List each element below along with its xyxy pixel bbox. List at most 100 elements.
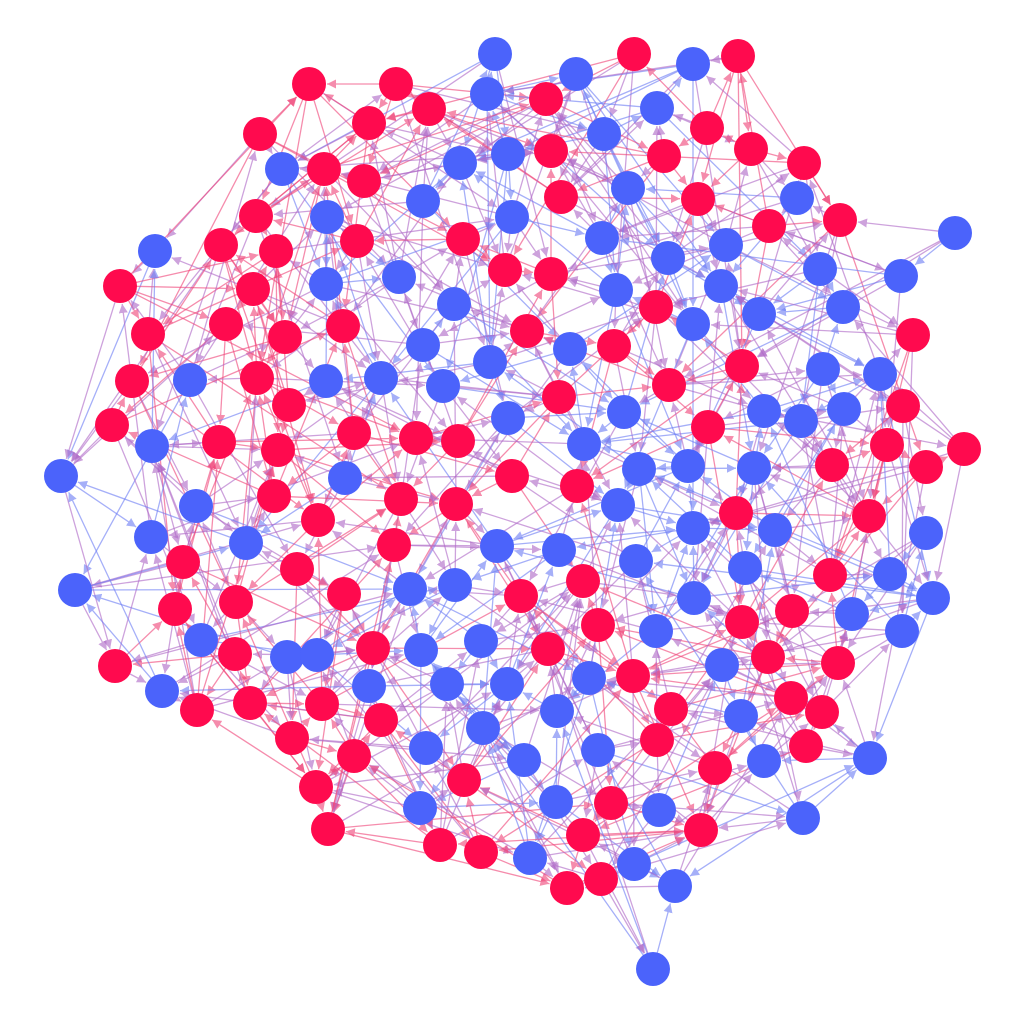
edge-mixed <box>202 522 231 589</box>
edge-mixed <box>118 303 150 523</box>
edge-mixed <box>688 711 856 756</box>
node-blue <box>309 267 343 301</box>
edge-red <box>646 66 697 118</box>
edge-mixed <box>612 740 640 750</box>
edge-blue <box>776 307 829 317</box>
node-blue <box>786 801 820 835</box>
edge-mixed <box>369 140 397 263</box>
edge-mixed <box>64 490 112 649</box>
node-red <box>617 37 651 71</box>
edge-blue <box>522 692 545 705</box>
edge-mixed <box>369 764 518 852</box>
edge-mixed <box>386 651 534 686</box>
node-blue <box>491 401 525 435</box>
edge-mixed <box>340 686 574 823</box>
edge-blue <box>781 424 836 518</box>
node-red <box>158 592 192 626</box>
edge-mixed <box>557 111 619 178</box>
node-blue <box>58 573 92 607</box>
edge-mixed <box>547 666 557 697</box>
edge-mixed <box>758 372 831 404</box>
edge-blue <box>645 185 783 198</box>
edge-blue <box>869 600 919 614</box>
edge-mixed <box>463 433 500 492</box>
edge-red <box>261 97 305 200</box>
node-blue <box>873 557 907 591</box>
node-blue <box>585 221 619 255</box>
node-blue <box>827 392 861 426</box>
node-blue <box>728 551 762 585</box>
node-blue <box>853 741 887 775</box>
edge-red <box>173 579 183 595</box>
edge-blue <box>765 480 893 621</box>
edge-red <box>238 671 248 689</box>
edge-mixed <box>351 609 420 736</box>
node-blue <box>803 252 837 286</box>
node-red <box>504 579 538 613</box>
node-red <box>870 428 904 462</box>
node-blue <box>572 661 606 695</box>
node-red <box>204 228 238 262</box>
edge-mixed <box>331 646 356 656</box>
edge-red <box>132 654 221 668</box>
edge-mixed <box>457 396 566 478</box>
edge-blue <box>863 584 881 602</box>
node-red <box>488 253 522 287</box>
edge-mixed <box>398 376 545 397</box>
edge-mixed <box>801 438 828 561</box>
edge-mixed <box>396 690 435 712</box>
edge-mixed <box>573 715 702 764</box>
node-red <box>550 871 584 905</box>
node-blue <box>780 181 814 215</box>
edge-mixed <box>81 602 108 651</box>
edge-mixed <box>442 658 481 831</box>
edge-red <box>336 707 364 718</box>
edge-blue <box>656 462 674 472</box>
node-blue <box>619 544 653 578</box>
edge-red <box>413 451 448 487</box>
edge-red <box>233 434 399 444</box>
edge-mixed <box>777 421 821 457</box>
edge-blue <box>435 558 548 640</box>
edge-mixed <box>754 482 771 640</box>
edge-mixed <box>212 612 227 628</box>
edge-blue <box>513 471 675 540</box>
edge-red <box>233 441 261 451</box>
node-red <box>299 770 333 804</box>
node-red <box>852 499 886 533</box>
node-blue <box>607 395 641 429</box>
node-red <box>896 318 930 352</box>
edge-mixed <box>641 165 654 177</box>
edge-mixed <box>630 202 668 368</box>
edge-mixed <box>71 335 214 467</box>
edge-mixed <box>437 330 510 344</box>
node-red <box>292 67 326 101</box>
edge-blue <box>799 283 819 404</box>
node-blue <box>909 516 943 550</box>
edge-red <box>672 167 688 186</box>
edge-mixed <box>672 814 685 823</box>
edge-mixed <box>132 261 145 274</box>
edge-blue <box>611 754 787 814</box>
node-blue <box>270 640 304 674</box>
node-red <box>209 307 243 341</box>
edge-blue <box>875 611 929 742</box>
edge-red <box>309 508 387 562</box>
edge-blue <box>781 755 856 765</box>
edge-blue <box>642 481 680 549</box>
node-red <box>584 862 618 896</box>
node-red <box>529 82 563 116</box>
node-red <box>719 496 753 530</box>
edge-mixed <box>768 233 829 304</box>
node-blue <box>438 568 472 602</box>
node-blue <box>559 57 593 91</box>
node-red <box>180 693 214 727</box>
node-red <box>439 487 473 521</box>
edge-red <box>755 525 858 611</box>
node-blue <box>587 117 621 151</box>
edge-mixed <box>833 423 843 448</box>
node-red <box>821 646 855 680</box>
edge-mixed <box>305 583 362 674</box>
node-blue <box>617 847 651 881</box>
edge-mixed <box>708 303 724 413</box>
